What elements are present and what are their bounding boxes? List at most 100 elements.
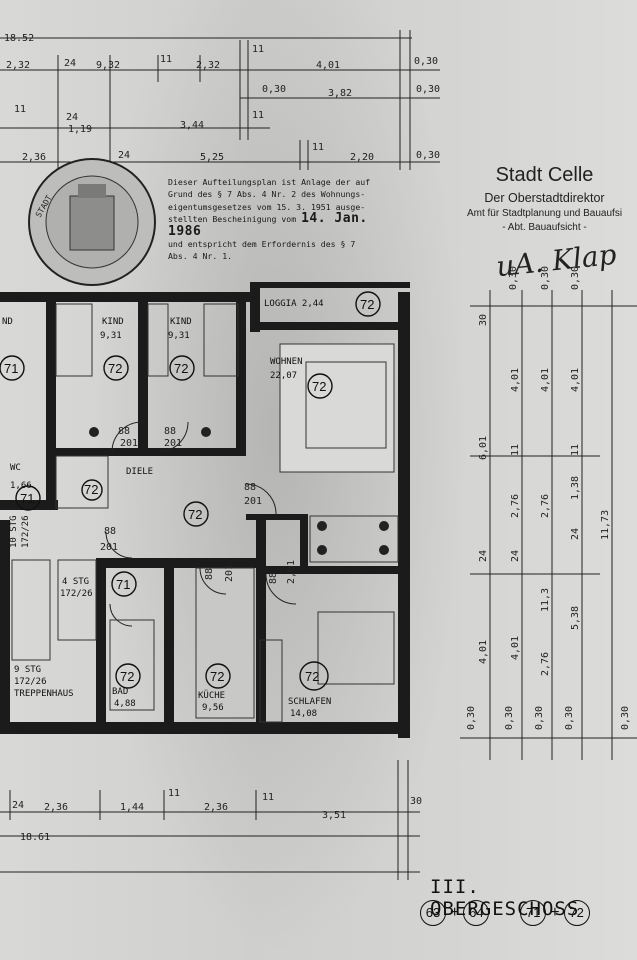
- dim-bottom-e: 2,36: [204, 802, 228, 813]
- stair-steps-1: 10 STG: [9, 515, 19, 548]
- dim-right-v18: 4,01: [510, 636, 521, 660]
- dim-top-h: 0,30: [414, 56, 438, 67]
- stamp-date: 14. Jan. 1986: [168, 211, 368, 239]
- door-dim-2: 88: [164, 426, 176, 437]
- stamp-line-1: Dieser Aufteilungsplan ist Anlage der au…: [168, 177, 371, 187]
- dim-top-u: 2,20: [350, 152, 374, 163]
- unit-mark-left-room: 71: [4, 361, 18, 376]
- dim-right-v9: 2,76: [540, 494, 551, 518]
- dim-bottom-g: 3,51: [322, 810, 346, 821]
- dim-right-v3: 4,01: [510, 368, 521, 392]
- room-bad-name: BAD: [112, 687, 128, 697]
- dim-top-l: 11: [14, 104, 26, 115]
- dim-bottom-a: 24: [12, 800, 24, 811]
- unit-mark-stair: 71: [116, 577, 130, 592]
- room-kind2-name: KIND: [170, 317, 192, 327]
- bottom-dimension-lines: [0, 760, 420, 880]
- dim-right-t2: 0,30: [540, 266, 551, 290]
- stair-steps-3: 9 STG: [14, 665, 41, 675]
- official-seal: STADT: [28, 158, 156, 286]
- unit-63: 63: [420, 900, 446, 926]
- authority-title: Der Oberstadtdirektor: [484, 191, 605, 205]
- stair-ratio-3: 172/26: [14, 677, 47, 687]
- room-schlafen-name: SCHLAFEN: [288, 697, 331, 707]
- unit-mark-kueche: 72: [210, 669, 224, 684]
- dim-right-b2: 0,30: [504, 706, 515, 730]
- dim-top-t: 11: [312, 142, 324, 153]
- door-dim-5: 88: [204, 568, 215, 580]
- dim-top-i: 0,30: [262, 84, 286, 95]
- door-dim-4b: 201: [100, 542, 118, 553]
- dim-right-b3: 0,30: [534, 706, 545, 730]
- room-wc-area: 1,66: [10, 481, 32, 491]
- door-dim-1b: 201: [120, 438, 138, 449]
- dim-right-b1: 0,30: [466, 706, 477, 730]
- dim-right-v7: 11: [570, 444, 581, 456]
- authority-department: Amt für Stadtplanung und Bauaufsi: [466, 208, 623, 219]
- stair-ratio-1: 172/26: [21, 515, 31, 548]
- unit-mark-schlafen: 72: [305, 669, 319, 684]
- dim-bottom-f: 11: [262, 792, 274, 803]
- dim-top-b: 24: [64, 58, 76, 69]
- stair-steps-2: 4 STG: [62, 577, 89, 587]
- room-kind2-area: 9,31: [168, 331, 190, 341]
- door-dim-5b: 201: [224, 564, 235, 582]
- dim-top-r: 24: [118, 150, 130, 161]
- dim-bottom-b: 2,36: [44, 802, 68, 813]
- dim-top-d: 11: [160, 54, 172, 65]
- unit-numbers: 63+64 71+72: [420, 900, 590, 926]
- unit-mark-kind2: 72: [174, 361, 188, 376]
- room-diele: DIELE: [126, 467, 153, 477]
- door-dim-4: 88: [104, 526, 116, 537]
- stamp-line-5: und entspricht dem Erfordernis des § 7: [168, 239, 356, 250]
- dim-top-overall: 18.52: [4, 33, 34, 44]
- dim-right-v5: 4,01: [570, 368, 581, 392]
- room-treppenhaus: TREPPENHAUS: [14, 689, 74, 699]
- dim-right-v6: 11: [510, 444, 521, 456]
- approval-stamp: Dieser Aufteilungsplan ist Anlage der au…: [168, 176, 404, 263]
- dim-right-b5: 0,30: [620, 706, 631, 730]
- unit-72: 72: [563, 900, 590, 926]
- dim-right-v13: 11,73: [600, 510, 611, 540]
- dim-top-k: 0,30: [416, 84, 440, 95]
- dim-top-q: 2,36: [22, 152, 46, 163]
- authority-block: Stadt Celle Der Oberstadtdirektor Amt fü…: [452, 164, 637, 233]
- unit-mark-diele: 72: [188, 507, 202, 522]
- door-dim-3: 88: [244, 482, 256, 493]
- dim-right-b4: 0,30: [564, 706, 575, 730]
- room-kueche-area: 9,56: [202, 703, 224, 713]
- door-dim-1: 88: [118, 426, 130, 437]
- door-dim-3b: 201: [244, 496, 262, 507]
- dim-bottom-h: 30: [410, 796, 422, 807]
- room-kind1-area: 9,31: [100, 331, 122, 341]
- room-wohnen-name: WOHNEN: [270, 357, 303, 367]
- dim-top-f: 11: [252, 44, 264, 55]
- city-name: Stadt Celle: [495, 164, 594, 186]
- dim-top-g: 4,01: [316, 60, 340, 71]
- plus-sign-1: +: [450, 904, 460, 921]
- unit-markers: [0, 291, 381, 691]
- room-wc-name: WC: [10, 463, 21, 473]
- unit-mark-loggia: 72: [360, 297, 374, 312]
- door-swings: [105, 421, 297, 627]
- dim-right-v19: 2,76: [540, 652, 551, 676]
- dim-right-v11: 24: [478, 550, 489, 562]
- room-wohnen-area: 22,07: [270, 371, 297, 381]
- dim-right-t1: 0,30: [508, 266, 519, 290]
- unit-mark-wohnen: 72: [312, 379, 326, 394]
- room-nd: ND: [2, 317, 13, 327]
- room-kueche-name: KÜCHE: [198, 690, 225, 701]
- dim-top-m: 24: [66, 112, 78, 123]
- stamp-line-6: Abs. 4 Nr. 1.: [168, 251, 233, 262]
- room-loggia: LOGGIA 2,44: [264, 299, 324, 309]
- dim-top-v: 0,30: [416, 150, 440, 161]
- dim-right-v15: 11,3: [540, 588, 551, 612]
- unit-71: 71: [520, 900, 547, 926]
- room-bad-area: 4,88: [114, 699, 136, 709]
- stamp-line-3: eigentumsgesetzes vom 15. 3. 1951 ausge-: [168, 201, 366, 212]
- stamp-line-4-prefix: stellten Bescheinigung vom: [168, 214, 297, 225]
- stamp-line-4: stellten Bescheinigung vom 14. Jan. 1986: [168, 211, 404, 239]
- plan-walls: [0, 282, 410, 738]
- unit-mark-wc2: 72: [84, 482, 98, 497]
